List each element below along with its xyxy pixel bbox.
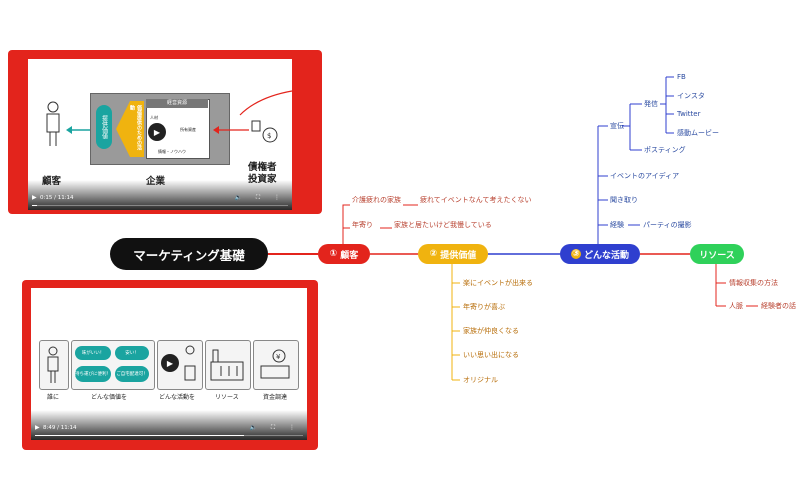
- activity-ad-instagram[interactable]: インスタ: [677, 92, 705, 100]
- money-icon: ¥: [260, 349, 290, 379]
- video-controls-1[interactable]: ▶ 0:15 / 11:14 🔈 ⛶ ⋮: [28, 180, 292, 210]
- play-button-2[interactable]: ▶: [161, 354, 179, 372]
- resource-people: 人材: [150, 115, 158, 120]
- activity-people-icon: [184, 345, 196, 381]
- value-item-original[interactable]: オリジナル: [463, 376, 498, 384]
- caption-funding: 資金調達: [263, 394, 288, 401]
- control-icons-2[interactable]: 🔈 ⛶ ⋮: [249, 424, 301, 431]
- money-hand-icon: $: [251, 120, 278, 143]
- progress-fill-1: [32, 204, 38, 206]
- node-resource-label: リソース: [699, 250, 735, 261]
- video-time-2: 8:49 / 11:14: [43, 425, 77, 431]
- video-player-2[interactable]: 味がいい！ 安い！ 持ち運びに便利！ ご自宅配達可！ ▶ ¥ 誰に どんな価値を…: [31, 288, 307, 440]
- node-activity-number: ③: [570, 249, 581, 259]
- bubble-cheap: 安い！: [115, 346, 149, 360]
- activity-experience-child[interactable]: パーティの撮影: [643, 221, 692, 229]
- activity-hearing[interactable]: 聞き取り: [610, 196, 638, 204]
- activity-experience[interactable]: 経験: [610, 221, 624, 229]
- activity-arrow-icon: [116, 101, 144, 157]
- resource-assets: 所有資産: [180, 127, 196, 132]
- branch-elderly-child[interactable]: 家族と居たいけど我慢している: [394, 221, 492, 229]
- video-time-1: 0:15 / 11:14: [40, 195, 74, 201]
- node-value-number: ②: [429, 249, 438, 259]
- root-node[interactable]: マーケティング基礎: [110, 238, 268, 270]
- svg-text:¥: ¥: [276, 353, 281, 361]
- value-item-elderly-happy[interactable]: 年寄りが喜ぶ: [463, 303, 505, 311]
- box-who: [39, 340, 69, 390]
- activity-ad-movie[interactable]: 感動ムービー: [677, 129, 719, 137]
- node-resource[interactable]: リソース: [690, 244, 744, 264]
- node-activity-label: どんな活動: [583, 250, 629, 261]
- node-customer-label: 顧客: [340, 250, 359, 261]
- resource-network-child[interactable]: 経験者の話: [761, 302, 796, 310]
- person-icon: [46, 101, 60, 146]
- branch-elderly[interactable]: 年寄り: [352, 221, 373, 229]
- video-controls-2[interactable]: ▶ 8:49 / 11:14 🔈 ⛶ ⋮: [31, 410, 307, 440]
- activity-ad[interactable]: 宣伝: [610, 122, 624, 130]
- play-icon[interactable]: ▶: [32, 194, 37, 201]
- label-investor-1: 債権者: [248, 162, 277, 173]
- bubble-taste: 味がいい！: [75, 346, 111, 360]
- bubble-delivery: ご自宅配達可！: [115, 366, 149, 382]
- activity-ad-fb[interactable]: FB: [677, 73, 686, 81]
- caption-who: 誰に: [47, 394, 60, 401]
- resource-info: 情報・ノウハウ: [158, 149, 186, 154]
- resources-title: 経営資源: [146, 99, 208, 108]
- branch-caregiver-family[interactable]: 介護疲れの家族: [352, 196, 401, 204]
- label-investor-2: 投資家: [248, 171, 277, 185]
- play-button-1[interactable]: ▶: [148, 123, 166, 141]
- node-value-label: 提供価値: [440, 250, 477, 261]
- value-oval-text: 提供価値: [100, 115, 108, 139]
- resource-info-gathering[interactable]: 情報収集の方法: [729, 279, 778, 287]
- activity-ad-posting[interactable]: ポスティング: [644, 146, 686, 154]
- person-icon-2: [47, 346, 59, 383]
- root-label: マーケティング基礎: [133, 247, 245, 263]
- resource-network[interactable]: 人脈: [729, 302, 743, 310]
- box-funding: [253, 340, 299, 390]
- control-icons[interactable]: 🔈 ⛶ ⋮: [234, 194, 286, 201]
- node-customer-number: ①: [329, 248, 338, 259]
- play-icon-2[interactable]: ▶: [35, 424, 40, 431]
- value-item-easy-event[interactable]: 楽にイベントが出来る: [463, 279, 533, 287]
- svg-text:$: $: [267, 132, 271, 140]
- factory-icon: [210, 349, 244, 381]
- video-player-1[interactable]: 顧客 提供価値 価値提供のための活動 経営資源 人材 所有資産 情報・ノウハウ …: [28, 59, 292, 210]
- arrow-from-investor-icon: [213, 126, 249, 134]
- progress-bar-2[interactable]: [35, 434, 303, 436]
- caption-resource: リソース: [215, 394, 239, 401]
- caption-value: どんな価値を: [91, 394, 128, 401]
- activity-arrow-text: 価値提供のための活動: [129, 105, 142, 150]
- value-oval: 提供価値: [96, 105, 112, 149]
- activity-event-idea[interactable]: イベントのアイディア: [610, 172, 680, 180]
- value-item-family-bond[interactable]: 家族が仲良くなる: [463, 327, 519, 335]
- bubble-portable: 持ち運びに便利！: [75, 366, 111, 382]
- progress-fill-2: [35, 434, 245, 436]
- annotation-stroke-icon: [239, 90, 292, 116]
- branch-caregiver-family-child[interactable]: 疲れてイベントなんて考えたくない: [420, 196, 532, 204]
- value-item-good-memories[interactable]: いい思い出になる: [463, 351, 519, 359]
- activity-ad-twitter[interactable]: Twitter: [677, 110, 701, 118]
- caption-activity: どんな活動を: [159, 394, 196, 401]
- activity-ad-broadcast[interactable]: 発信: [644, 100, 658, 108]
- progress-bar-1[interactable]: [32, 204, 288, 206]
